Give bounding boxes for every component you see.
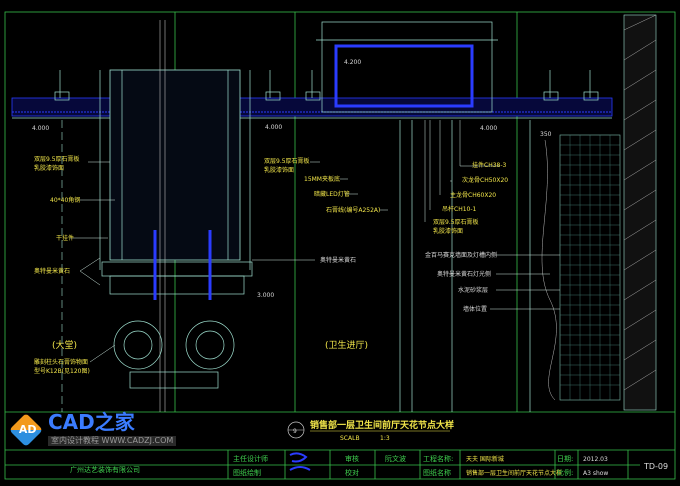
label-rod: 吊杆CH10-1 xyxy=(442,205,477,213)
company-name: 广州达艺装饰有限公司 xyxy=(70,465,140,474)
level-left: 4.000 xyxy=(32,125,49,132)
signature-chief xyxy=(289,452,311,471)
hanger-rods xyxy=(54,70,599,101)
level-middle: 4.000 xyxy=(265,124,282,131)
label-led: 暗藏LED灯管 xyxy=(314,190,350,198)
column-section xyxy=(61,20,253,412)
label-finish-right: 乳胶漆饰面 xyxy=(433,227,463,235)
room-label-lobby: (大堂) xyxy=(52,339,77,351)
project-label: 工程名称: xyxy=(423,454,453,463)
chief-designer-label: 主任设计师 xyxy=(233,454,268,463)
date-value: 2012.03 xyxy=(583,456,608,463)
sheet-number: TD-09 xyxy=(643,462,668,471)
drawing-title: 9 销售部一层卫生间前厅天花节点大样 SCALB 1:3 xyxy=(287,419,454,442)
label-mosaic: 金百马赛克墙面及灯槽内侧 xyxy=(425,251,497,259)
label-main-keel: 主龙骨CH60X20 xyxy=(450,191,496,199)
ceiling-band xyxy=(11,97,613,119)
drawing-title-text: 销售部一层卫生间前厅天花节点大样 xyxy=(310,419,454,431)
drawing-name-label: 图纸名称 xyxy=(423,468,451,477)
label-stone-left: 奥特曼米黄石 xyxy=(34,267,70,275)
label-gypsum-left: 双层9.5厚石膏板 xyxy=(34,155,80,163)
label-hanger: 干挂件 xyxy=(56,234,74,242)
drawing-frame xyxy=(4,11,676,480)
label-cornice: 石膏线(编号A252A) xyxy=(326,206,380,214)
label-capital: 雕刻柱头石膏饰物面 xyxy=(34,358,88,366)
scale-label: SCALB xyxy=(340,435,360,442)
reviewer-name: 阮文波 xyxy=(385,454,406,463)
label-finish-left: 乳胶漆饰面 xyxy=(34,164,64,172)
label-finish-middle: 乳胶漆饰面 xyxy=(264,166,294,174)
scale-value-block: A3 show xyxy=(583,470,608,477)
level-right: 4.000 xyxy=(480,125,497,132)
review-label: 审核 xyxy=(345,454,359,463)
detail-number: 9 xyxy=(293,428,297,435)
scale-label-block: 比例: xyxy=(557,468,573,477)
label-gypsum-middle: 双层9.5厚石膏板 xyxy=(264,157,310,165)
label-gypsum-right: 双层9.5厚石膏板 xyxy=(433,218,479,226)
label-capital-model: 型号K12B(见120图) xyxy=(34,367,90,375)
room-label-restroom: (卫生进厅) xyxy=(325,339,368,351)
drawn-label: 图纸绘制 xyxy=(233,468,261,477)
scale-value: 1:3 xyxy=(380,435,390,442)
right-wall xyxy=(399,14,657,412)
label-secondary-keel: 次龙骨CH50X20 xyxy=(462,176,508,184)
label-plywood: 15MM夹板底 xyxy=(304,175,340,183)
leader-lines xyxy=(70,120,560,363)
label-pendant: 挂件CH38-3 xyxy=(472,161,507,169)
date-label: 日期: xyxy=(557,455,573,463)
check-label: 校对 xyxy=(345,468,359,477)
label-wall: 墙体位置 xyxy=(463,305,487,313)
ceiling-light-box xyxy=(316,21,498,113)
label-mortar: 水泥砂浆层 xyxy=(458,286,488,294)
label-stone-middle: 奥特曼米黄石 xyxy=(320,256,356,264)
drawing-name: 销售部一层卫生间前厅天花节点大样 xyxy=(466,469,562,477)
dim-350: 350 xyxy=(540,131,552,138)
label-stone-light: 奥特曼米黄石灯光侧 xyxy=(437,270,491,278)
level-box: 4.200 xyxy=(344,59,361,66)
level-low: 3.000 xyxy=(257,292,274,299)
project-name: 天夫 国际新城 xyxy=(466,455,504,463)
title-block: 广州达艺装饰有限公司 主任设计师 图纸绘制 审核 校对 阮文波 工程名称: 图纸… xyxy=(5,450,668,479)
label-angle-steel: 40*40角钢 xyxy=(50,196,80,204)
